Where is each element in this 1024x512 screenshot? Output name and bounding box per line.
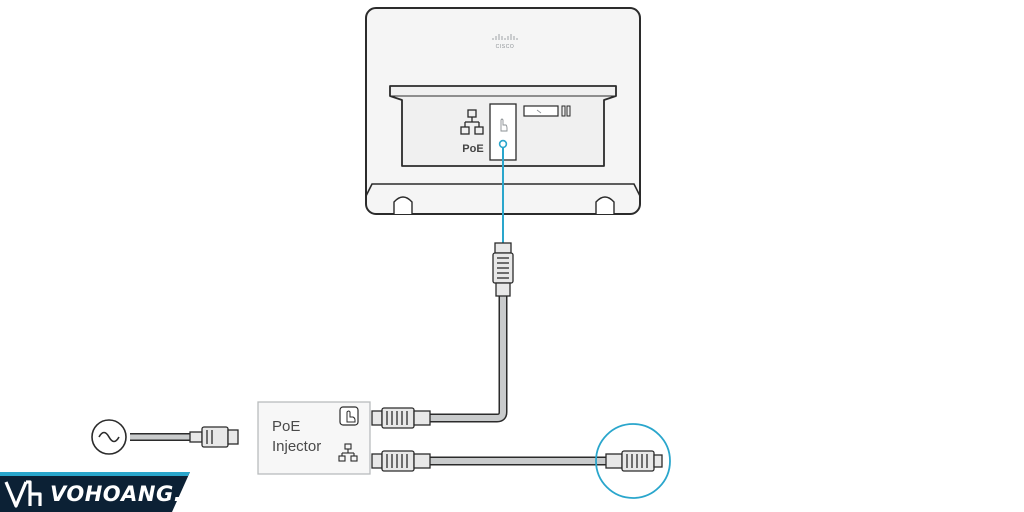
poe-injector: PoE Injector bbox=[257, 401, 371, 475]
card-slot bbox=[523, 105, 559, 117]
power-hand-icon bbox=[500, 118, 508, 132]
cables bbox=[130, 296, 606, 466]
injector-label-line1: PoE bbox=[272, 418, 300, 435]
rj45-plug-injector-data bbox=[371, 450, 431, 472]
cisco-logo: CISCO bbox=[492, 34, 518, 50]
device-foot-right bbox=[595, 196, 615, 214]
brand-logo-icon bbox=[4, 480, 42, 508]
poe-port[interactable] bbox=[498, 139, 508, 149]
brand-banner: VOHOANG.vn bbox=[0, 472, 212, 512]
injector-label-line2: Injector bbox=[272, 438, 321, 455]
cable-device-to-injector bbox=[430, 296, 508, 423]
ac-plug bbox=[189, 426, 239, 448]
ethernet-network-icon bbox=[460, 109, 484, 135]
device-foot-left bbox=[393, 196, 413, 214]
cisco-logo-text: CISCO bbox=[496, 44, 515, 50]
power-hand-icon bbox=[339, 406, 359, 426]
ethernet-network-icon bbox=[338, 443, 358, 462]
rj45-plug-injector-poe bbox=[371, 407, 431, 429]
rj45-plug-device bbox=[492, 242, 514, 297]
ac-power-icon bbox=[91, 419, 127, 455]
brand-name: VOHOANG.vn bbox=[50, 482, 212, 506]
rj45-plug-network bbox=[605, 450, 663, 472]
port-poe-label: PoE bbox=[462, 143, 483, 155]
network-highlight-circle bbox=[595, 423, 671, 499]
cisco-device: CISCO PoE bbox=[365, 7, 641, 215]
